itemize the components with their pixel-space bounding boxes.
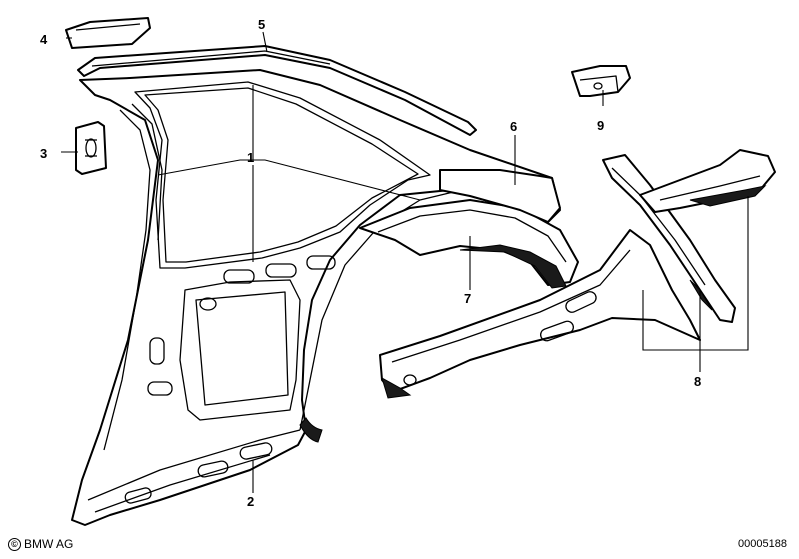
copyright-footer: © BMW AG [8, 537, 73, 551]
callout-8: 8 [694, 374, 701, 389]
rear-corner-bracket [639, 149, 776, 213]
callout-4: 4 [40, 32, 48, 47]
side-frame [71, 69, 561, 526]
quarter-trim [439, 169, 561, 223]
diagram-number: 00005188 [738, 538, 787, 550]
rear-inner-panel [379, 229, 701, 399]
callout-3: 3 [40, 146, 47, 161]
part-9-clip [571, 65, 631, 97]
callout-5: 5 [258, 17, 265, 32]
leader-lines [61, 31, 749, 493]
roof-rail-strip [77, 45, 477, 136]
callout-2: 2 [247, 494, 254, 509]
callout-9: 9 [597, 118, 604, 133]
callout-1: 1 [247, 150, 254, 165]
callout-7: 7 [464, 291, 471, 306]
copyright-icon: © [8, 537, 21, 551]
brand-label: BMW AG [24, 537, 74, 551]
callout-labels: 4 3 5 1 6 7 2 9 8 [40, 17, 701, 509]
part-4-strip [65, 17, 151, 49]
rear-pillar-strip [602, 154, 736, 323]
part-3-bracket [75, 121, 107, 175]
callout-6: 6 [510, 119, 517, 134]
